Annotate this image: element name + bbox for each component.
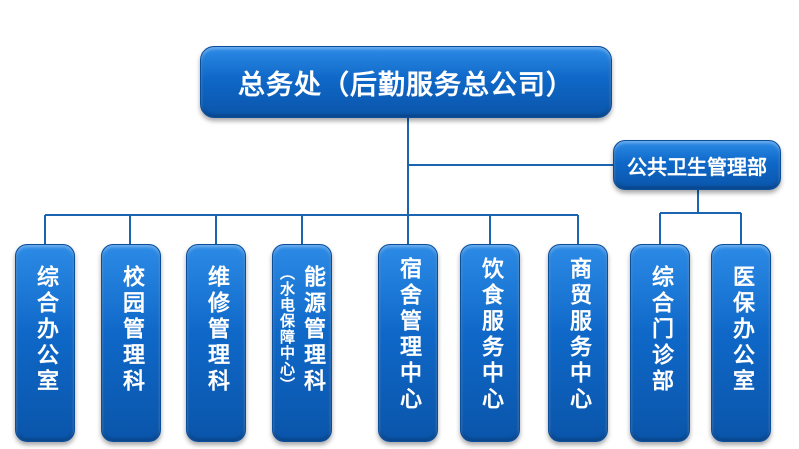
dept-node-commerce: 商贸服务中心 bbox=[548, 244, 608, 442]
dept-label: 饮食服务中心 bbox=[478, 257, 503, 413]
dept-node-dormitory: 宿舍管理中心 bbox=[378, 244, 438, 442]
dept-node-maintenance: 维修管理科 bbox=[186, 244, 246, 442]
dept-node-campus-management: 校园管理科 bbox=[101, 244, 161, 442]
dept-label: 综合办公室 bbox=[33, 265, 58, 395]
dept-node-clinic: 综合门诊部 bbox=[630, 244, 690, 442]
dept-label: 校园管理科 bbox=[119, 265, 144, 395]
dept-label: 医保办公室 bbox=[729, 265, 754, 395]
dept-label: 维修管理科 bbox=[204, 265, 229, 395]
root-node-label: 总务处（后勤服务总公司） bbox=[238, 69, 574, 101]
dept-node-catering: 饮食服务中心 bbox=[460, 244, 520, 442]
dept-label: 商贸服务中心 bbox=[566, 257, 591, 413]
dept-label: 能源管理科 bbox=[300, 265, 325, 395]
dept-sublabel: （水电保障中心） bbox=[278, 265, 296, 393]
dept-node-general-office: 综合办公室 bbox=[15, 244, 75, 442]
side-unit-node: 公共卫生管理部 bbox=[613, 140, 781, 190]
side-unit-label: 公共卫生管理部 bbox=[627, 154, 767, 179]
dept-label: 综合门诊部 bbox=[648, 265, 673, 395]
dept-node-medical-insurance: 医保办公室 bbox=[711, 244, 771, 442]
dept-label: 宿舍管理中心 bbox=[396, 257, 421, 413]
root-node: 总务处（后勤服务总公司） bbox=[200, 46, 612, 118]
dept-node-energy-management: 能源管理科 （水电保障中心） bbox=[272, 244, 332, 442]
